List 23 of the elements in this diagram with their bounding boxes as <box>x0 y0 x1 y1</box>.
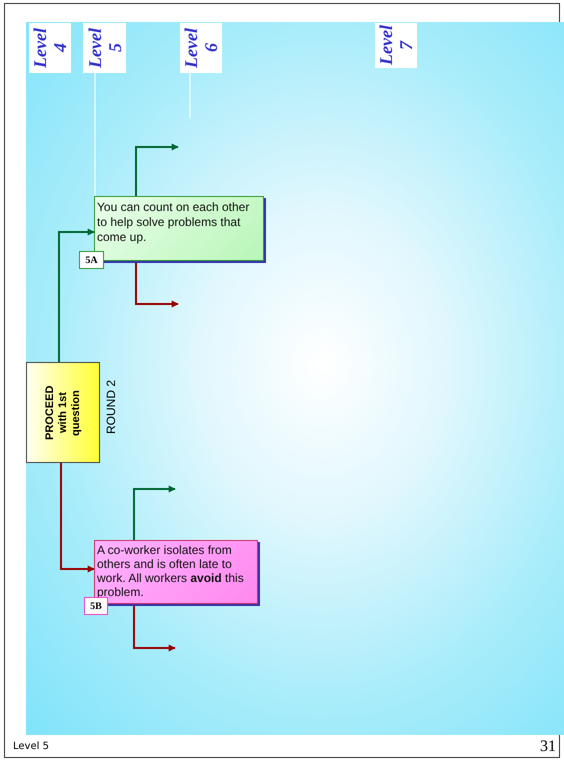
statement-box <box>94 540 258 604</box>
level-heading: Level 5 <box>84 27 124 70</box>
instruction-text: PROCEED with 1st question <box>44 384 82 442</box>
page-number: 31 <box>540 738 556 756</box>
connector-line <box>94 72 96 196</box>
arrow <box>135 261 179 308</box>
arrow <box>58 228 95 362</box>
tag-text: 5A <box>85 254 98 266</box>
arrow <box>60 463 95 572</box>
footer-text: Level 5 <box>13 741 49 752</box>
statement-text: You can count on each other to help solve problems that come up. <box>97 200 250 244</box>
statement-text: A co-worker isolates from others and is often late to work. All workers avoid this problem. <box>97 543 244 599</box>
id-tag <box>79 251 104 269</box>
arrow <box>135 144 179 196</box>
id-tag <box>84 597 108 615</box>
start-box <box>26 362 100 463</box>
level-heading: Level 6 <box>181 27 221 70</box>
level-heading: Level 4 <box>30 27 70 70</box>
tag-text: 5B <box>90 600 102 612</box>
level-heading: Level 7 <box>376 24 416 68</box>
round-label: ROUND 2 <box>104 380 118 434</box>
arrow <box>133 604 176 652</box>
arrow <box>133 486 176 540</box>
